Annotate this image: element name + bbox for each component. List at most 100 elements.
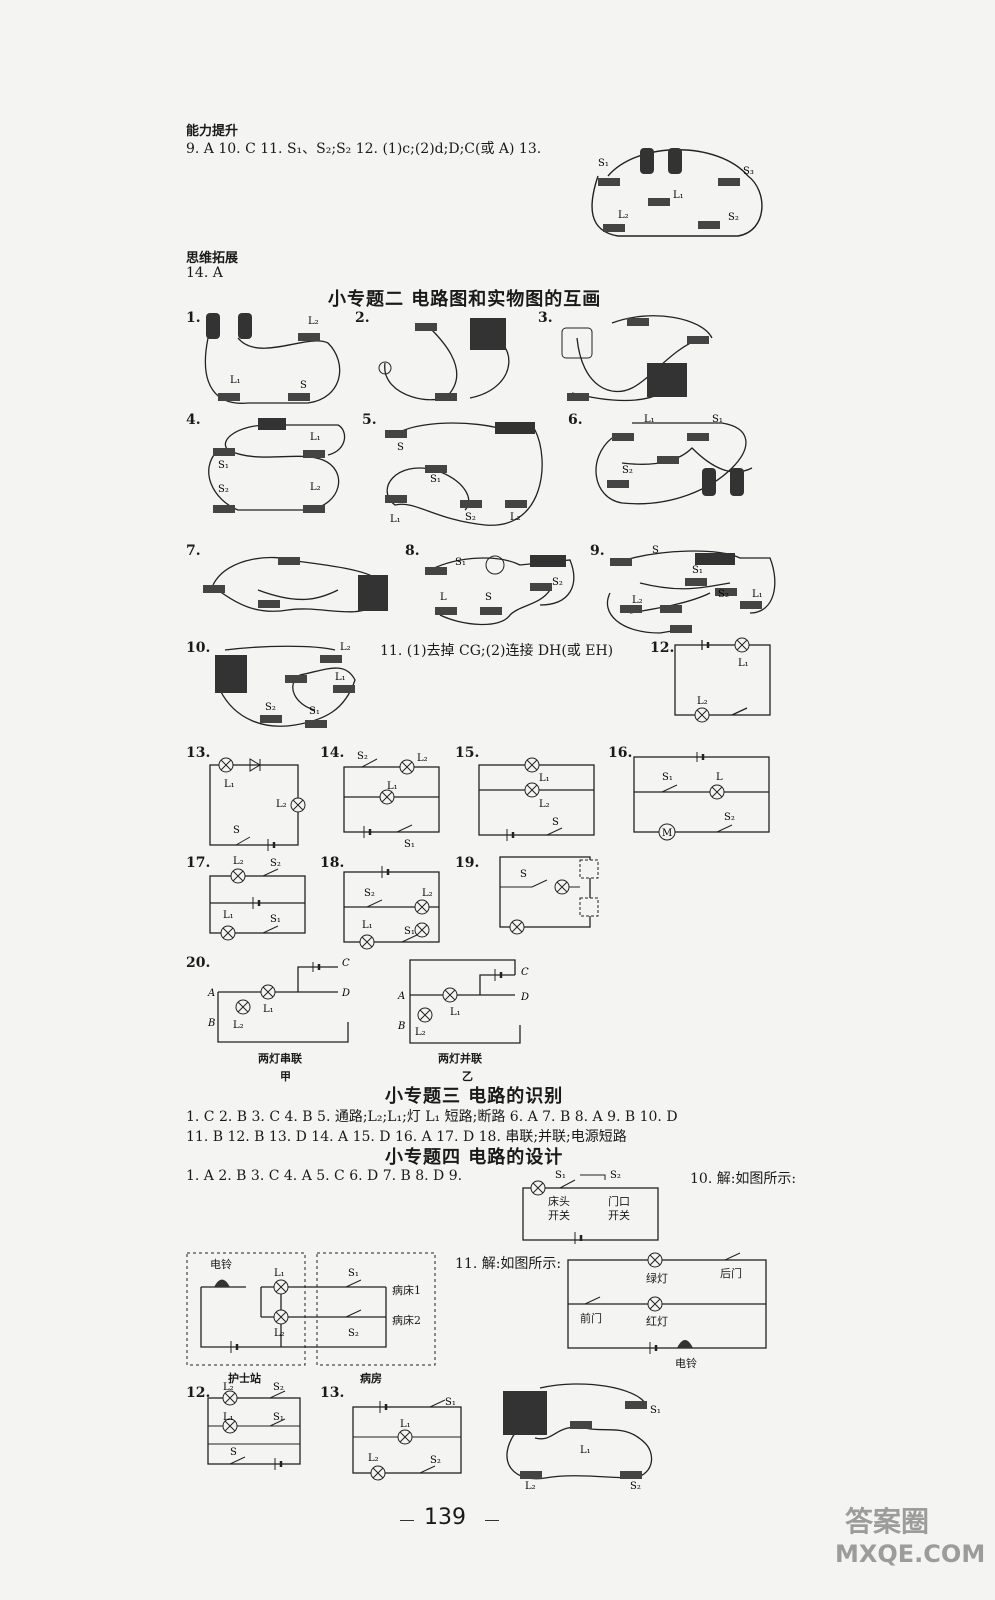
q-number-20: 20. [186, 955, 211, 971]
q-number-15: 15. [455, 745, 480, 761]
svg-text:S₂: S₂ [630, 1481, 641, 1492]
svg-text:L₂: L₂ [233, 1020, 244, 1031]
q11b-text: 11. 解:如图所示: [455, 1256, 562, 1272]
svg-text:L₁: L₁ [738, 658, 749, 669]
svg-text:L₁: L₁ [450, 1007, 461, 1018]
svg-text:S: S [233, 825, 240, 836]
svg-text:S₁: S₁ [348, 1268, 359, 1279]
svg-text:S₂: S₂ [430, 1455, 441, 1466]
svg-text:S₃: S₃ [743, 166, 754, 177]
figure-q6: L₁ S₁ S₂ [595, 414, 753, 505]
svg-text:L₁: L₁ [644, 414, 655, 425]
svg-text:S₁: S₁ [712, 414, 723, 425]
q-number-12: 12. [650, 640, 675, 656]
circuit-topic4-q9: S₁ S₂ [522, 1170, 659, 1244]
front-door-label: 前门 [580, 1312, 602, 1325]
svg-text:L₂: L₂ [618, 210, 629, 221]
ward-room-label: 病房 [360, 1372, 382, 1385]
svg-text:L: L [440, 592, 447, 603]
svg-text:S₁: S₁ [455, 557, 466, 568]
svg-text:L: L [716, 772, 723, 783]
svg-text:C: C [521, 967, 529, 978]
svg-text:L₁: L₁ [752, 589, 763, 600]
q-number-13: 13. [186, 745, 211, 761]
nurse-station-label: 护士站 [228, 1372, 261, 1385]
ward-bed-1: 病床1 [392, 1284, 421, 1297]
q-number-17: 17. [186, 855, 211, 871]
svg-text:D: D [341, 988, 350, 999]
red-light-label: 红灯 [646, 1315, 668, 1328]
figure-q1: L₂ L₁ S [204, 313, 341, 404]
circuit-topic4-q11 [567, 1252, 767, 1354]
page-rule-right [485, 1520, 499, 1521]
svg-text:L₂: L₂ [368, 1453, 379, 1464]
svg-text:S₂: S₂ [622, 465, 633, 476]
svg-text:S₁: S₁ [692, 565, 703, 576]
page-rule-left [400, 1520, 414, 1521]
q13b-number: 13. [320, 1385, 345, 1401]
svg-text:S₁: S₁ [404, 926, 415, 937]
q-number-1: 1. [186, 310, 201, 326]
svg-text:L₁: L₁ [223, 910, 234, 921]
svg-text:L₁: L₁ [230, 375, 241, 386]
svg-text:S: S [485, 592, 492, 603]
svg-text:S₂: S₂ [348, 1328, 359, 1339]
section-ability-heading: 能力提升 [186, 124, 239, 139]
q-number-3: 3. [538, 310, 553, 326]
q11-answer: 11. (1)去掉 CG;(2)连接 DH(或 EH) [380, 643, 614, 659]
thinking-answer: 14. A [186, 265, 223, 281]
svg-text:S₂: S₂ [364, 888, 375, 899]
svg-text:L₂: L₂ [308, 316, 319, 327]
svg-text:S: S [652, 545, 659, 556]
svg-text:L₁: L₁ [673, 190, 684, 201]
svg-text:S₂: S₂ [357, 751, 368, 762]
svg-text:S: S [300, 380, 307, 391]
svg-text:L₁: L₁ [400, 1419, 411, 1430]
svg-text:B: B [207, 1018, 215, 1029]
svg-text:L₁: L₁ [387, 781, 398, 792]
svg-text:C: C [342, 958, 350, 969]
svg-text:L₁: L₁ [539, 773, 550, 784]
svg-text:L₂: L₂ [417, 753, 428, 764]
topic3-answers-line2: 11. B 12. B 13. D 14. A 15. D 16. A 17. … [186, 1129, 627, 1145]
svg-text:S₂: S₂ [610, 1170, 621, 1181]
q-number-14: 14. [320, 745, 345, 761]
svg-text:S₁: S₁ [218, 460, 229, 471]
q-number-5: 5. [362, 412, 377, 428]
svg-text:S₁: S₁ [555, 1170, 566, 1181]
svg-text:S₁: S₁ [404, 839, 415, 850]
svg-text:L₂: L₂ [223, 1382, 234, 1393]
q10-text: 10. 解:如图所示: [690, 1171, 797, 1187]
svg-text:L₂: L₂ [422, 888, 433, 899]
figure-q2 [378, 318, 510, 401]
svg-text:L₂: L₂ [539, 799, 550, 810]
green-light-label: 绿灯 [646, 1272, 668, 1285]
topic3-title: 小专题三 电路的识别 [385, 1086, 564, 1107]
svg-text:S: S [552, 817, 559, 828]
q-number-4: 4. [186, 412, 201, 428]
svg-text:L₂: L₂ [276, 799, 287, 810]
svg-text:D: D [520, 992, 529, 1003]
svg-text:S₁: S₁ [309, 706, 320, 717]
svg-text:A: A [207, 988, 215, 999]
q-number-9: 9. [590, 543, 605, 559]
watermark-url: MXQE.COM [835, 1540, 986, 1568]
svg-text:S₂: S₂ [724, 812, 735, 823]
svg-text:L₁: L₁ [390, 514, 401, 525]
page-number: 139 [424, 1505, 466, 1530]
q-number-2: 2. [355, 310, 370, 326]
